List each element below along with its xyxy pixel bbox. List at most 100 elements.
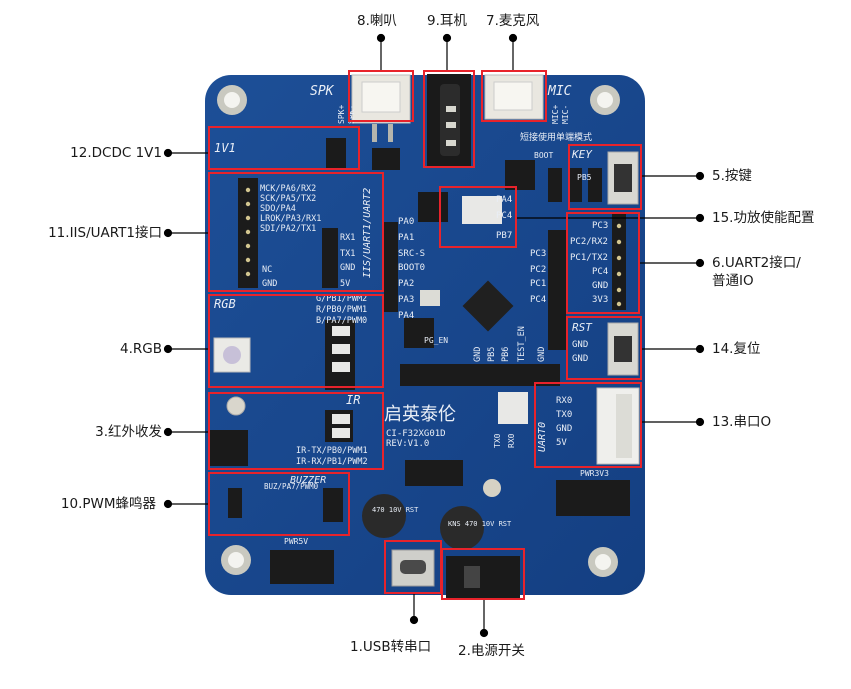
core-pin: PC1 (530, 279, 546, 289)
uart1-pin: TX1 (340, 249, 355, 259)
usb-chip (405, 460, 463, 486)
core-pin: PA3 (398, 295, 414, 305)
core-pin: PC2 (530, 265, 546, 275)
silk-core-left: PA0 PA1 SRC-S BOOT0 PA2 PA3 PA4 (398, 217, 425, 321)
silk-cap2: KNS 470 10V RST (448, 520, 512, 528)
callout-ir: 3.红外收发 (95, 424, 162, 440)
bottom-pin: GND (473, 347, 483, 362)
silk-buzzer-pin: BUZ/PA7/PWM0 (264, 482, 319, 491)
ir-pin: IR-TX/PB0/PWM1 (296, 446, 368, 456)
callout-microphone: 7.麦克风 (486, 13, 540, 29)
leader-lines (163, 33, 705, 638)
tx-rx-pin: RX0 (507, 433, 516, 448)
uart0-pin: TX0 (556, 410, 572, 420)
silk-mic: MIC (547, 84, 572, 99)
gnd-pin: GND (262, 279, 277, 289)
core-pin: PC3 (530, 249, 546, 259)
silk-spk: SPK (310, 84, 335, 99)
bottom-pin: GND (537, 347, 547, 362)
uart2-pin: PC2/RX2 (570, 237, 608, 247)
iis-pin: SCK/PA5/TX2 (260, 194, 316, 204)
callout-iis-uart1: 11.IIS/UART1接口 (48, 225, 162, 241)
mounting-holes (217, 85, 620, 577)
silk-uart2-pins: PC3 PC2/RX2 PC1/TX2 PC4 GND 3V3 (570, 221, 608, 305)
spk-pin: SPK- (347, 105, 356, 124)
callout-pwm-buzzer: 10.PWM蜂鸣器 (60, 496, 156, 512)
silk-uart-iis: IIS/UART1/UART2 (362, 188, 373, 278)
silk-brand: 启英泰伦 (384, 404, 456, 425)
uart0-pin: GND (556, 424, 572, 434)
silk-ir-pins: IR-TX/PB0/PWM1 IR-RX/PB1/PWM2 (296, 446, 368, 467)
silk-key: KEY (571, 148, 593, 161)
mic-pin: MIC+ (551, 105, 560, 124)
box-earphone (423, 70, 475, 168)
silk-uart0-pins: RX0 TX0 GND 5V (556, 396, 572, 448)
callout-earphone: 9.耳机 (427, 13, 467, 29)
ir-pin: IR-RX/PB1/PWM2 (296, 457, 368, 467)
silk-rst-pins: GND GND (572, 340, 588, 364)
silk-1v1: 1V1 (214, 141, 236, 155)
silk-boot: BOOT (534, 151, 553, 160)
bottom-pin: PB6 (501, 347, 511, 362)
jumper-caps (332, 196, 528, 438)
box-iis-uart1 (208, 172, 384, 292)
uart2-pin: 3V3 (592, 295, 608, 305)
iis-pin: SDI/PA2/TX1 (260, 224, 316, 234)
capacitor-2 (440, 506, 484, 550)
uart2-pin: PC3 (592, 221, 608, 231)
box-uart2 (566, 212, 640, 314)
core-pin: PA4 (398, 311, 414, 321)
silk-mic-note: 短接使用单端模式 (520, 131, 592, 143)
callout-power-switch: 2.电源开关 (458, 643, 525, 659)
uart2-pin: PC1/TX2 (570, 253, 608, 263)
silk-bottom-pins: GND PB5 PB6 TEST_EN GND (473, 326, 547, 362)
nc-pin: NC (262, 265, 272, 275)
reset-button-body (607, 322, 639, 376)
core-pin: PA4 (496, 195, 512, 205)
uart0-connector (596, 387, 640, 465)
callout-rgb: 4.RGB (120, 341, 162, 357)
silk-core-right: PA4 PC4 PB7 PC3 PC2 PC1 PC4 (496, 195, 546, 305)
uart1-pin: GND (340, 263, 355, 273)
core-pin: PA2 (398, 279, 414, 289)
box-speaker (348, 70, 414, 122)
box-amp-enable (439, 186, 517, 248)
uart1-pin: 5V (340, 279, 350, 289)
ir-receiver (208, 430, 248, 466)
box-usb (384, 540, 442, 594)
ir-led (226, 396, 246, 416)
silk-uart0: UART0 (537, 422, 548, 452)
silk-buzzer: BUZZER (290, 475, 326, 486)
callout-key: 5.按键 (712, 168, 752, 184)
silk-cap1: 470 10V RST (372, 506, 419, 514)
silk-model: CI-F32XG01D (386, 429, 446, 439)
silk-tx-rx: TX0 RX0 (493, 433, 516, 448)
mic-pin: MIC- (561, 105, 570, 124)
callout-speaker: 8.喇叭 (357, 13, 397, 29)
silk-pwr3v3: PWR3V3 (580, 469, 609, 478)
box-serial0 (534, 382, 642, 468)
silk-rev: REV:V1.0 (386, 439, 429, 449)
core-pin: PA0 (398, 217, 414, 227)
iis-pin: MCK/PA6/RX2 (260, 184, 316, 194)
iis-pin: SDO/PA4 (260, 204, 296, 214)
uart2-pin: GND (592, 281, 608, 291)
core-pin: SRC-S (398, 249, 425, 259)
silk-boot-pin: PB5 (577, 173, 592, 182)
spk-pin: SPK+ (337, 105, 346, 124)
capacitor-1 (362, 494, 406, 538)
rst-pin: GND (572, 340, 588, 350)
uart2-pin: PC4 (592, 267, 608, 277)
tx-rx-pin: TX0 (493, 433, 502, 448)
box-ir (208, 392, 384, 470)
box-buzzer (208, 472, 350, 536)
bottom-pin: PB5 (487, 347, 497, 362)
core-pin: PB7 (496, 231, 512, 241)
rgb-led (213, 337, 251, 373)
callout-uart2: 6.UART2接口/普通IO (712, 255, 801, 289)
core-pin: PC4 (496, 211, 512, 221)
uart0-pin: 5V (556, 438, 567, 448)
box-rgb (208, 294, 384, 388)
power-switch-body (446, 556, 520, 598)
